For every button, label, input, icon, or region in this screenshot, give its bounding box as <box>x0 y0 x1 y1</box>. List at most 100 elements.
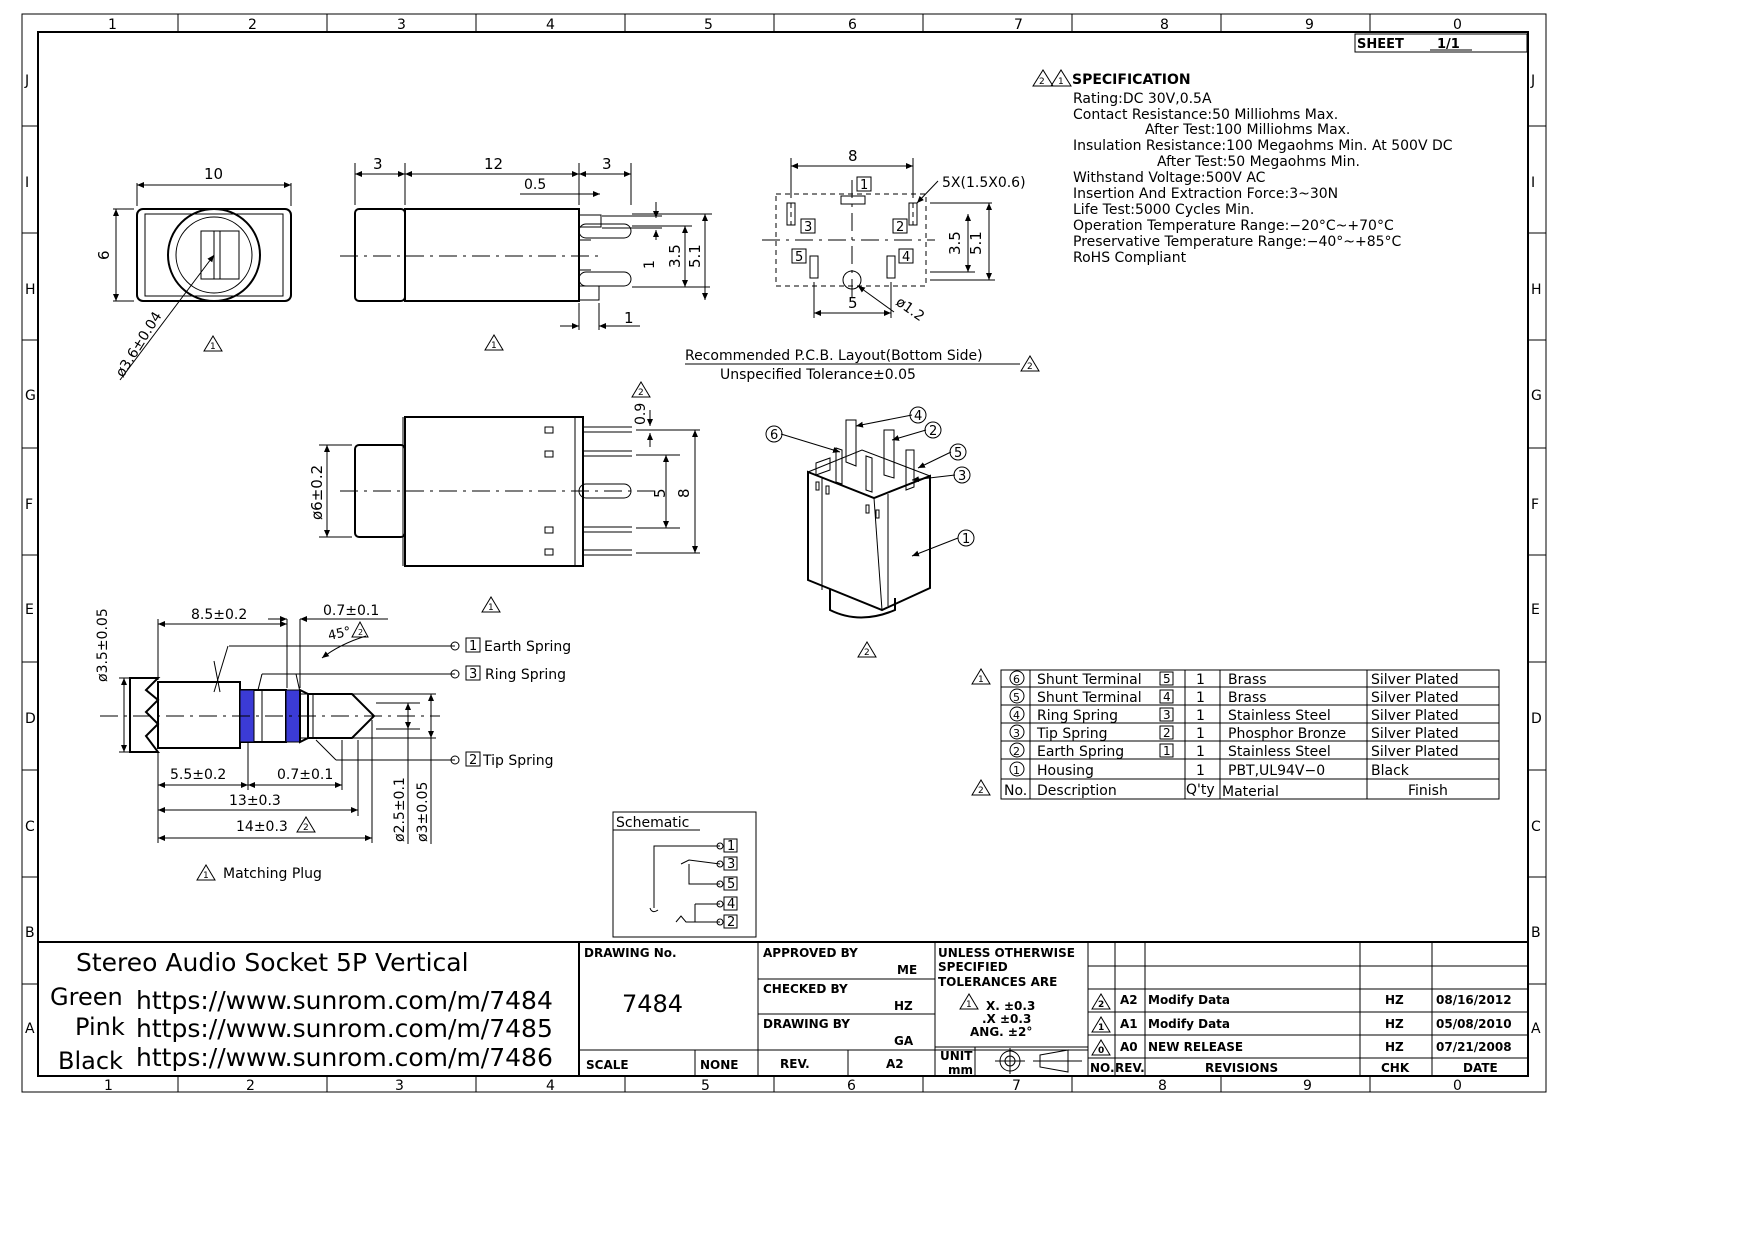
grid-col-label: 7 <box>1012 1078 1021 1094</box>
projection-icon <box>995 1048 1082 1074</box>
rev-header-rev: REV. <box>1115 1061 1145 1075</box>
rev-triangle-icon <box>1032 69 1054 87</box>
revisions-table: 2 A2 Modify Data HZ 08/16/2012 1 A1 Modi… <box>1088 942 1528 1076</box>
rev-triangle-icon <box>484 334 504 351</box>
spec-line: After Test:100 Milliohms Max. <box>1145 122 1350 138</box>
svg-text:2: 2 <box>1027 362 1033 372</box>
bom-desc: Housing <box>1037 763 1094 779</box>
rev-date: 08/16/2012 <box>1436 993 1512 1007</box>
side-dim-b: 12 <box>484 155 503 173</box>
rev-desc: NEW RELEASE <box>1148 1040 1243 1054</box>
pcb-dim-c: 5 <box>848 294 858 312</box>
rev-header-date: DATE <box>1463 1061 1498 1075</box>
spec-line: Insertion And Extraction Force:3~30N <box>1073 186 1338 202</box>
plug-len-d: 0.7±0.1 <box>277 767 333 783</box>
rev-label: REV. <box>780 1057 810 1071</box>
side-view: 3 12 3 0.5 1 3.5 5.1 1 1 <box>340 155 712 351</box>
rev-triangle-icon <box>1050 69 1072 87</box>
rev-triangle-icon <box>1020 355 1040 372</box>
spec-line: Rating:DC 30V,0.5A <box>1073 91 1212 107</box>
front-height-dim: 6 <box>95 250 113 260</box>
svg-text:1: 1 <box>1058 77 1064 87</box>
top-dim-c: 8 <box>675 488 693 498</box>
grid-col-label: 2 <box>246 1078 255 1094</box>
plug-tip-dia: ø2.5±0.1 <box>392 777 408 842</box>
grid-column-labels-top: 1 2 3 4 5 6 7 8 9 0 <box>108 17 1462 33</box>
pcb-pin-label: 5 <box>795 250 803 265</box>
pcb-dim-a: 3.5 <box>946 231 964 255</box>
svg-text:2: 2 <box>1039 77 1045 87</box>
tolerance-label: UNLESS OTHERWISE <box>938 946 1075 960</box>
bom-material: Stainless Steel <box>1228 744 1331 760</box>
grid-row-label: F <box>1531 497 1539 513</box>
spec-line: Contact Resistance:50 Milliohms Max. <box>1073 107 1338 123</box>
bom-finish: Silver Plated <box>1371 744 1459 760</box>
front-hole-dim: ø3.6±0.04 <box>113 309 166 380</box>
pcb-holes-dim: 5X(1.5X0.6) <box>942 175 1026 191</box>
bom-desc: Shunt Terminal <box>1037 690 1142 706</box>
bom-material: Brass <box>1228 690 1267 706</box>
schematic-pin: 3 <box>727 857 735 872</box>
variant-color: Black <box>58 1047 123 1075</box>
spec-line: RoHS Compliant <box>1073 250 1187 266</box>
top-dim-a: 0.9 <box>633 403 649 425</box>
pcb-pin-label: 3 <box>804 220 812 235</box>
grid-col-label: 8 <box>1158 1078 1167 1094</box>
spec-heading: SPECIFICATION <box>1072 72 1191 88</box>
title-block: Stereo Audio Socket 5P Vertical Green ht… <box>38 941 1528 1077</box>
pcb-title: Recommended P.C.B. Layout(Bottom Side) <box>685 348 983 364</box>
rev-triangle-icon <box>196 864 216 881</box>
svg-text:1: 1 <box>203 871 209 881</box>
pcb-pin-label: 4 <box>902 250 910 265</box>
top-view: ø6±0.2 0.9 2 5 8 1 <box>308 381 700 613</box>
grid-row-label: B <box>1531 925 1541 941</box>
bom-material: Phosphor Bronze <box>1228 726 1346 742</box>
pcb-layout: 1 3 2 5 4 8 5X(1.5X0.6) 3.5 5.1 5 ø1.2 R… <box>685 147 1040 383</box>
pcb-dim-b: 5.1 <box>967 231 985 255</box>
grid-col-label: 7 <box>1014 17 1023 33</box>
drawing-no: 7484 <box>622 990 683 1018</box>
spec-line: Insulation Resistance:100 Megaohms Min. … <box>1073 138 1453 154</box>
plug-ring-dia: ø3±0.05 <box>415 782 431 842</box>
variant-url[interactable]: https://www.sunrom.com/m/7484 <box>136 986 553 1015</box>
grid-row-label: G <box>1531 388 1542 404</box>
svg-text:2: 2 <box>978 786 984 796</box>
grid-col-label: 4 <box>546 17 555 33</box>
grid-row-label: A <box>1531 1021 1541 1037</box>
spec-line: Withstand Voltage:500V AC <box>1073 170 1266 186</box>
plug-ring-num: 3 <box>469 667 477 682</box>
plug-len-c: 5.5±0.2 <box>170 767 226 783</box>
bom-no: 3 <box>1013 727 1020 740</box>
grid-col-label: 9 <box>1303 1078 1312 1094</box>
pcb-dim-d: ø1.2 <box>893 294 927 325</box>
tolerance-x: X. ±0.3 <box>986 999 1035 1013</box>
schematic-pin: 4 <box>727 897 735 912</box>
inner-frame <box>37 31 1529 1077</box>
grid-row-label: C <box>1531 819 1541 835</box>
grid-col-label: 9 <box>1305 17 1314 33</box>
rev-mark: 2 <box>1098 1000 1104 1010</box>
bom-pin: 1 <box>1163 744 1171 758</box>
bom-material: PBT,UL94V−0 <box>1228 763 1325 779</box>
grid-col-label: 0 <box>1453 1078 1462 1094</box>
svg-text:1: 1 <box>491 341 497 351</box>
plug-stripe-2 <box>285 689 301 743</box>
rev-value: A2 <box>886 1057 904 1071</box>
variant-url[interactable]: https://www.sunrom.com/m/7485 <box>136 1014 553 1043</box>
plug-len-b: 0.7±0.1 <box>323 603 379 619</box>
bom-finish: Black <box>1371 763 1410 779</box>
plug-caption: Matching Plug <box>223 866 322 882</box>
rev-date: 05/08/2010 <box>1436 1017 1512 1031</box>
bom-desc: Tip Spring <box>1036 726 1108 742</box>
rev-triangle-icon <box>1091 993 1111 1010</box>
variant-url[interactable]: https://www.sunrom.com/m/7486 <box>136 1043 553 1072</box>
bom-qty: 1 <box>1196 690 1205 706</box>
iso-callout: 6 <box>770 428 778 443</box>
specification-block: 2 1 SPECIFICATION Rating:DC 30V,0.5A Con… <box>1032 69 1453 266</box>
rev-header-desc: REVISIONS <box>1205 1061 1278 1075</box>
bom-header-qty: Q'ty <box>1186 782 1215 798</box>
iso-callout: 3 <box>958 469 966 484</box>
bom-qty: 1 <box>1196 763 1205 779</box>
rev-code: A0 <box>1120 1040 1138 1054</box>
bom-no: 2 <box>1013 745 1020 758</box>
